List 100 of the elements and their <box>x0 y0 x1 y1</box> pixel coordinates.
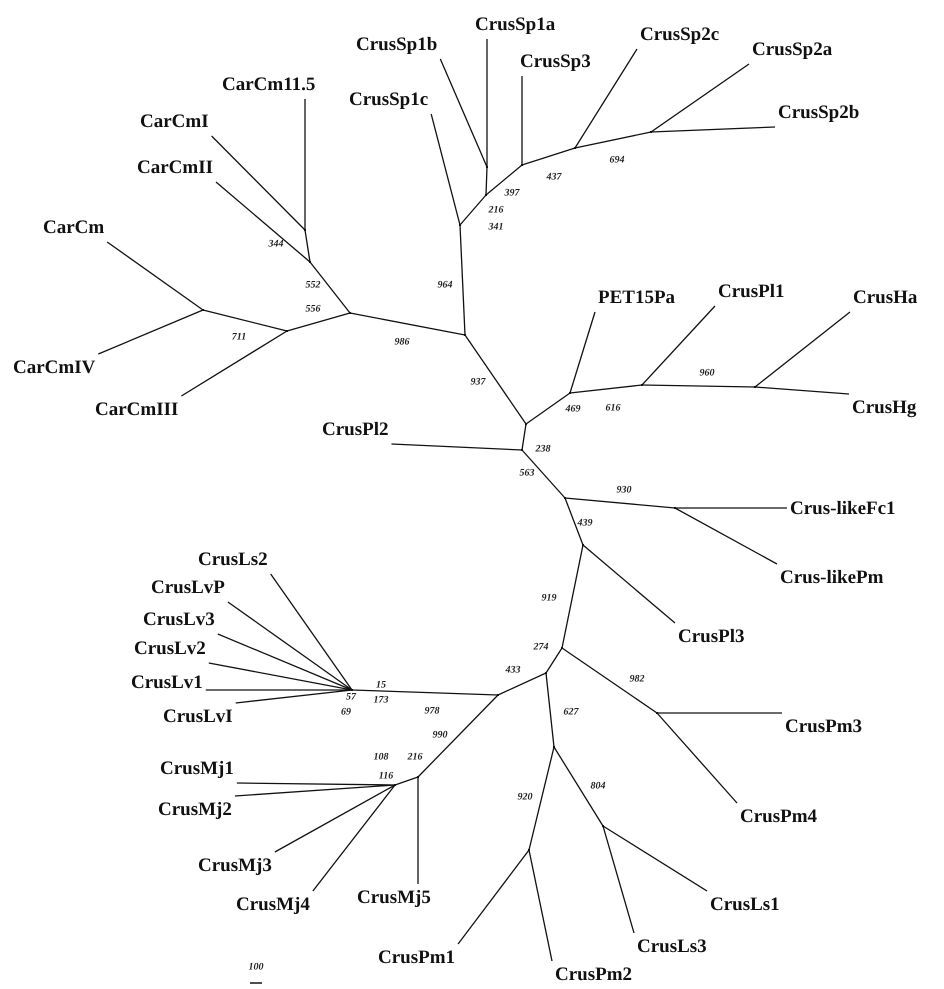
tree-branch <box>304 99 306 230</box>
taxon-label: CrusLs1 <box>710 894 780 916</box>
bootstrap-value: 804 <box>590 780 606 792</box>
taxon-label: Crus-likeFc1 <box>790 498 896 520</box>
taxon-label: CrusLvI <box>163 706 233 728</box>
tree-branch <box>642 384 756 388</box>
tree-branch <box>526 392 570 425</box>
bootstrap-value: 439 <box>578 518 592 528</box>
tree-branch <box>553 746 604 826</box>
tree-branch <box>545 672 555 748</box>
taxon-label: CarCm <box>43 217 104 239</box>
tree-branch <box>460 194 486 226</box>
tree-branch <box>236 689 352 704</box>
bootstrap-value: 616 <box>606 402 620 414</box>
bootstrap-value: 694 <box>610 154 624 166</box>
tree-branch <box>211 136 306 230</box>
bootstrap-value: 69 <box>341 706 351 718</box>
bootstrap-value: 919 <box>542 592 556 604</box>
taxon-label: CrusPm3 <box>785 716 862 738</box>
tree-branch <box>570 384 642 394</box>
bootstrap-value: 960 <box>700 368 714 378</box>
tree-branch <box>286 312 350 332</box>
bootstrap-value: 274 <box>534 642 548 652</box>
bootstrap-value: 108 <box>374 752 388 762</box>
bootstrap-value: 216 <box>488 204 504 216</box>
bootstrap-value: 116 <box>378 770 394 782</box>
tree-branch <box>656 712 738 804</box>
taxon-label: CrusPl3 <box>678 626 744 648</box>
taxon-label: CarCmIV <box>13 357 96 379</box>
tree-branch <box>582 544 676 624</box>
taxon-label: CrusLv3 <box>143 609 215 631</box>
tree-branch <box>218 633 352 691</box>
tree-branch <box>675 507 787 509</box>
bootstrap-value: 978 <box>424 706 440 716</box>
tree-branch <box>574 131 652 149</box>
tree-branch <box>486 39 488 167</box>
tree-branch <box>106 241 204 311</box>
taxon-label: CrusSp1a <box>475 14 556 36</box>
taxon-label: CrusLvP <box>151 577 225 599</box>
bootstrap-value: 341 <box>488 222 504 232</box>
tree-branch <box>521 424 527 450</box>
tree-branch <box>650 126 776 133</box>
tree-branch <box>309 262 351 314</box>
tree-branch <box>459 224 466 336</box>
tree-branch <box>754 311 850 388</box>
bootstrap-value: 986 <box>394 336 410 348</box>
taxon-label: CrusHa <box>853 287 918 309</box>
tree-branch <box>754 386 850 395</box>
taxon-label: CrusMj4 <box>236 894 310 916</box>
tree-branch <box>216 182 310 262</box>
bootstrap-value: 990 <box>432 730 448 740</box>
tree-branch <box>486 164 522 196</box>
taxon-label: CrusSp3 <box>520 51 591 73</box>
tree-branch <box>564 498 584 546</box>
taxon-label: CrusSp2b <box>778 102 860 124</box>
tree-branch <box>521 76 523 165</box>
bootstrap-value: 627 <box>564 706 578 718</box>
bootstrap-value: 216 <box>408 752 422 762</box>
tree-branch <box>312 784 396 892</box>
tree-branch <box>602 826 635 934</box>
taxon-label: Crus-likePm <box>780 567 884 589</box>
bootstrap-value: 173 <box>374 694 388 706</box>
taxon-label: CrusSp2a <box>752 39 832 61</box>
tree-branch <box>352 689 498 696</box>
bootstrap-value: 930 <box>616 484 632 496</box>
taxon-label: CrusSp1c <box>349 89 428 111</box>
taxon-label: CrusPl1 <box>718 281 784 303</box>
tree-branch <box>417 777 419 884</box>
tree-branch <box>528 850 553 962</box>
bootstrap-value: 920 <box>518 792 532 802</box>
tree-branch <box>485 166 488 196</box>
bootstrap-value: 711 <box>232 332 246 342</box>
bootstrap-value: 437 <box>546 172 562 182</box>
tree-branch <box>350 312 466 336</box>
taxon-label: CrusHg <box>852 397 916 419</box>
tree-branch <box>270 574 353 690</box>
tree-branch <box>228 601 352 691</box>
tree-branch <box>674 507 778 565</box>
tree-branch <box>98 309 204 355</box>
bootstrap-value: 469 <box>566 404 580 414</box>
tree-branch <box>274 784 396 853</box>
tree-branch <box>391 443 522 451</box>
tree-branch <box>657 712 782 714</box>
tree-branch <box>564 497 676 509</box>
taxon-label: CrusPm2 <box>555 964 632 986</box>
tree-branch <box>304 230 311 262</box>
bootstrap-value: 15 <box>376 680 386 690</box>
taxon-label: CrusMj2 <box>158 799 232 821</box>
tree-branch <box>458 850 530 944</box>
taxon-label: CrusLs2 <box>198 549 268 571</box>
taxon-label: CrusSp1b <box>356 34 438 56</box>
bootstrap-value: 238 <box>536 444 550 454</box>
tree-branch <box>561 544 584 648</box>
taxon-label: CrusSp2c <box>640 24 720 46</box>
taxon-label: CrusLv2 <box>134 638 206 660</box>
bootstrap-value: 344 <box>268 238 284 250</box>
taxon-label: CrusPl2 <box>322 419 388 441</box>
tree-branch <box>394 776 418 786</box>
tree-branch <box>234 784 396 797</box>
tree-branch <box>650 63 750 133</box>
